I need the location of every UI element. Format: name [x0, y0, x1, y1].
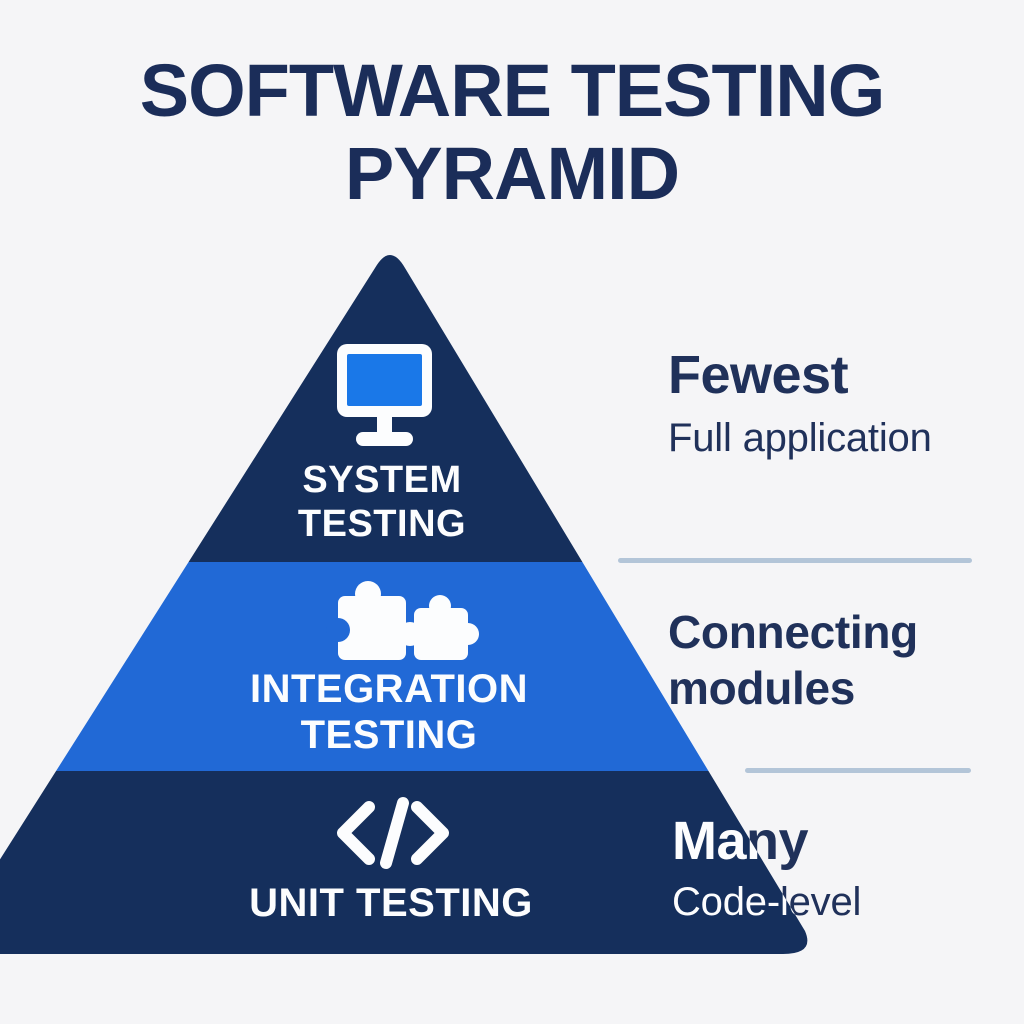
tier-label-integration-testing: INTEGRATION TESTING [249, 667, 529, 758]
annotation-many-detail: Code-level [672, 880, 862, 924]
annotation-fewest-detail: Full application [668, 416, 932, 460]
page-title: SOFTWARE TESTING PYRAMID [139, 49, 886, 215]
tier-label-system-testing: SYSTEM TESTING [297, 459, 467, 546]
annotation-fewest-heading: Fewest [668, 345, 849, 405]
annotation-connecting-modules: Connecting modules [668, 606, 918, 715]
divider-line-2 [745, 768, 971, 773]
monitor-icon [337, 344, 432, 446]
tier-label-unit-testing: UNIT TESTING [249, 881, 533, 925]
code-icon [337, 797, 449, 869]
divider-line-1 [618, 558, 972, 563]
puzzle-icon [326, 581, 479, 660]
annotation-many-heading: Many [672, 811, 809, 871]
